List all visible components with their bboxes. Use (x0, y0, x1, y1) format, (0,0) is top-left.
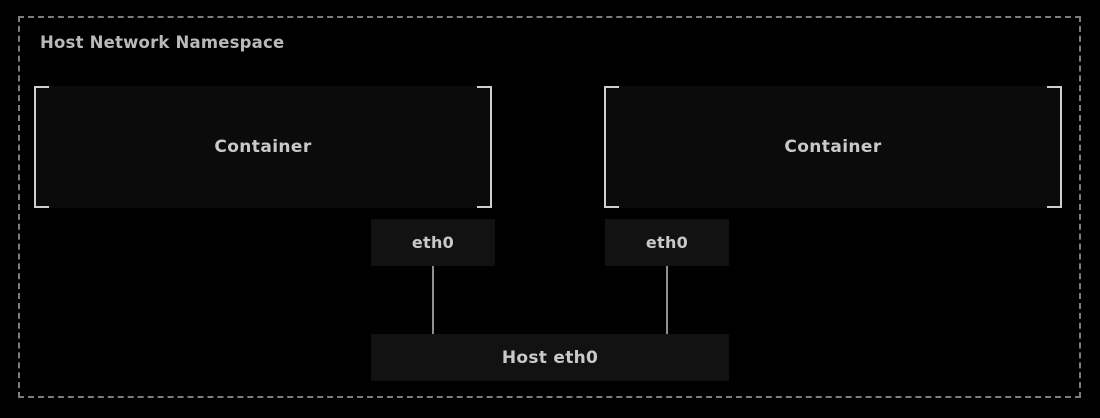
container-label-right: Container (784, 137, 882, 157)
connector-line-left (432, 266, 434, 335)
container-box-right: Container (604, 86, 1062, 208)
connector-line-right (666, 266, 668, 335)
host-network-namespace-title: Host Network Namespace (40, 33, 285, 52)
container-interface-left: eth0 (371, 219, 495, 266)
container-label-left: Container (214, 137, 312, 157)
container-box-left: Container (34, 86, 492, 208)
host-interface-box: Host eth0 (371, 334, 729, 381)
container-interface-right: eth0 (605, 219, 729, 266)
host-network-namespace-boundary (18, 16, 1081, 398)
